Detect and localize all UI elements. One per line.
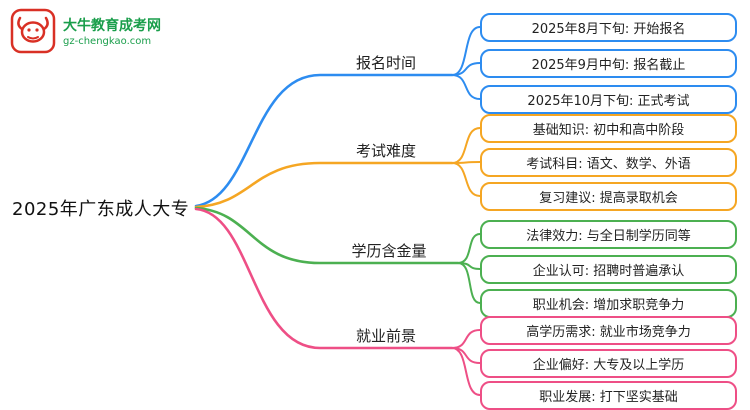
site-logo[interactable]: 大牛教育成考网 gz-chengkao.com — [10, 8, 161, 58]
leaf-node: 职业发展: 打下坚实基础 — [480, 381, 737, 410]
leaf-node: 复习建议: 提高录取机会 — [480, 182, 737, 211]
logo-title: 大牛教育成考网 — [63, 18, 161, 34]
branch-label-registration-time: 报名时间 — [355, 54, 416, 72]
bull-logo-icon — [10, 8, 56, 58]
root-topic: 2025年广东成人大专 — [12, 199, 190, 220]
leaf-node: 2025年8月下旬: 开始报名 — [480, 13, 737, 42]
branch-connectors-registration-time — [194, 26, 481, 208]
leaf-node: 考试科目: 语文、数学、外语 — [480, 148, 737, 177]
leaf-node: 企业认可: 招聘时普遍承认 — [480, 255, 737, 284]
logo-url: gz-chengkao.com — [63, 35, 152, 47]
branch-label-degree-value: 学历含金量 — [351, 242, 427, 260]
branch-connectors-employment-outlook — [194, 207, 481, 396]
branch-label-employment-outlook: 就业前景 — [355, 327, 416, 345]
leaf-node: 基础知识: 初中和高中阶段 — [480, 114, 737, 143]
leaf-node: 2025年10月下旬: 正式考试 — [480, 85, 737, 114]
branch-connectors-degree-value — [194, 206, 481, 304]
leaf-node: 法律效力: 与全日制学历同等 — [480, 220, 737, 249]
leaf-node: 企业偏好: 大专及以上学历 — [480, 349, 737, 378]
leaf-node: 2025年9月中旬: 报名截止 — [480, 49, 737, 78]
leaf-node: 高学历需求: 就业市场竞争力 — [480, 316, 737, 345]
branch-connectors-exam-difficulty — [194, 127, 481, 209]
leaf-node: 职业机会: 增加求职竞争力 — [480, 289, 737, 318]
branch-label-exam-difficulty: 考试难度 — [355, 142, 416, 160]
